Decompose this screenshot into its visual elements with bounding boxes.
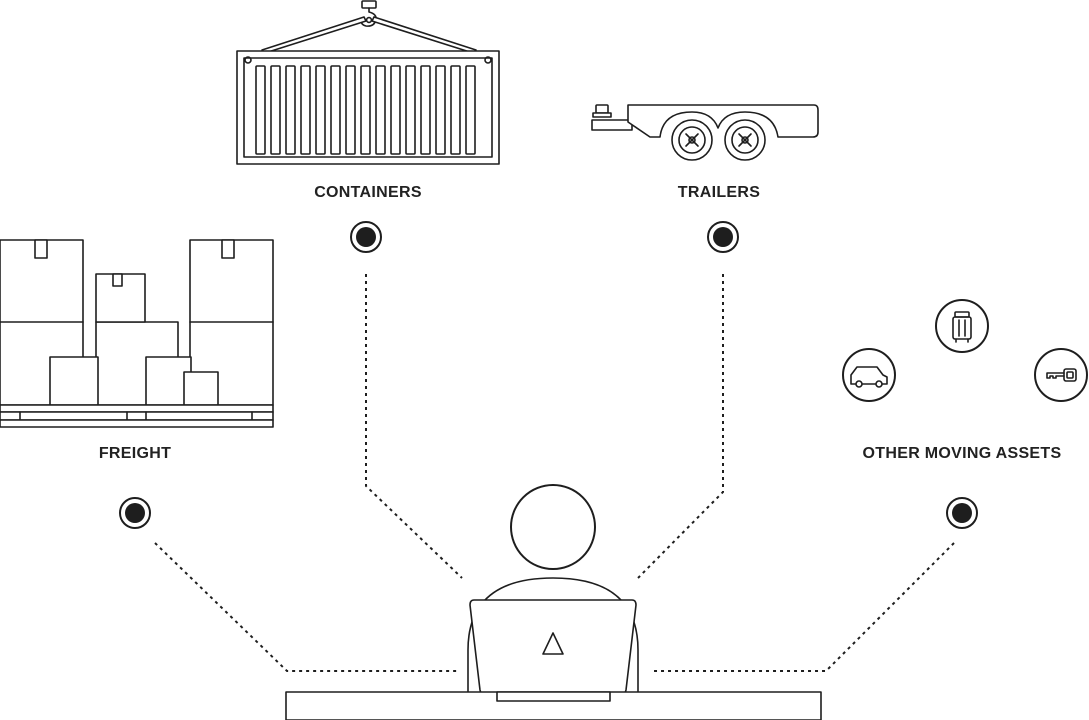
trailer-icon [591, 104, 819, 161]
label-other-moving-assets: OTHER MOVING ASSETS [863, 445, 1062, 462]
node-other-assets [946, 497, 978, 529]
pallet-boxes-icon [0, 239, 274, 428]
key-icon [1034, 348, 1088, 402]
connector-other-assets [653, 542, 955, 672]
car-icon [842, 348, 896, 402]
shipping-container-icon [236, 0, 500, 165]
connector-trailers [637, 274, 724, 579]
node-trailers [707, 221, 739, 253]
person-with-laptop-icon [285, 484, 822, 720]
node-freight [119, 497, 151, 529]
label-trailers: TRAILERS [678, 184, 760, 201]
connector-freight [154, 542, 460, 672]
connector-containers [365, 274, 463, 579]
label-freight: FREIGHT [99, 445, 171, 462]
luggage-icon [935, 299, 989, 353]
connectors [154, 274, 955, 672]
node-containers [350, 221, 382, 253]
triangle-logo-icon [542, 632, 564, 655]
label-containers: CONTAINERS [314, 184, 422, 201]
